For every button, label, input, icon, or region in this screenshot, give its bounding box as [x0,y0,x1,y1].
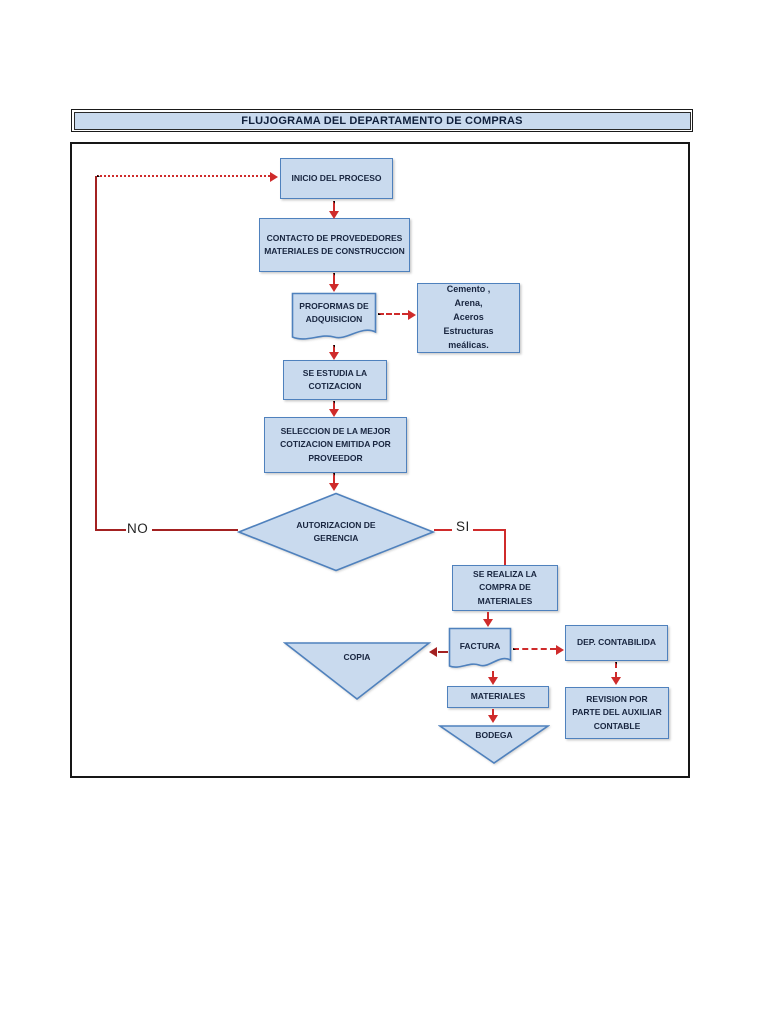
node-seleccion-cotizacion: SELECCION DE LA MEJOR COTIZACION EMITIDA… [264,417,407,473]
document-shape-icon [448,627,512,668]
connector-proformas-insumos [378,313,408,315]
arrowhead-contacto [329,211,339,219]
arrowhead-proformas [329,284,339,292]
document-shape-icon [291,292,377,340]
arrowhead-materiales [488,677,498,685]
node-proformas-document: PROFORMAS DE ADQUISICION [291,292,377,345]
node-bodega-archive: BODEGA [438,724,550,765]
connector-compra-factura [487,612,489,620]
arrowhead-factura [483,619,493,627]
node-dep-contabilidad: DEP. CONTABILIDA [565,625,668,661]
node-compra-materiales: SE REALIZA LA COMPRA DE MATERIALES [452,565,558,611]
connector-si-down [504,529,506,565]
connector-inicio-contacto [333,201,335,212]
connector-factura-materiales [492,671,494,678]
node-copia-archive: COPIA [283,641,431,701]
connector-no-segment-b [152,529,238,531]
connector-seleccion-diamond [333,473,335,484]
title-banner: FLUJOGRAMA DEL DEPARTAMENTO DE COMPRAS [71,109,693,132]
connector-factura-dep [513,648,556,650]
node-contacto-proveedores: CONTACTO DE PROVEDEDORES MATERIALES DE C… [259,218,410,272]
arrowhead-insumos [408,310,416,320]
node-autorizacion-label: AUTORIZACION DE GERENCIA [296,520,376,544]
arrowhead-copia [429,647,437,657]
connector-estudia-seleccion [333,401,335,410]
arrowhead-diamond [329,483,339,491]
connector-materiales-bodega [492,709,494,716]
page-title: FLUJOGRAMA DEL DEPARTAMENTO DE COMPRAS [73,111,691,130]
connector-proformas-estudia [333,345,335,353]
node-revision-auxiliar: REVISION POR PARTE DEL AUXILIAR CONTABLE [565,687,669,739]
connector-si-segment-b [473,529,506,531]
node-materiales: MATERIALES [447,686,549,708]
connector-factura-copia [438,651,448,653]
arrowhead-bodega [488,715,498,723]
node-bodega-label: BODEGA [475,730,513,740]
arrowhead-dep [556,645,564,655]
connector-si-segment-a [434,529,452,531]
connector-no-segment-a [95,529,126,531]
diamond-shape-icon [237,492,435,572]
triangle-shape-icon [438,725,550,764]
node-factura-document: FACTURA [448,627,512,672]
arrowhead-seleccion [329,409,339,417]
node-materiales-lista: Cemento , Arena, Aceros Estructuras meál… [417,283,520,353]
branch-label-no: NO [127,521,149,536]
connector-dep-revision [615,662,617,678]
connector-loop-top [97,175,270,177]
node-estudia-cotizacion: SE ESTUDIA LA COTIZACION [283,360,387,400]
connector-contacto-proformas [333,273,335,285]
arrowhead-into-inicio [270,172,278,182]
node-factura-label: FACTURA [459,641,501,651]
arrowhead-estudia [329,352,339,360]
node-copia-label: COPIA [343,652,371,662]
arrowhead-revision [611,677,621,685]
branch-label-si: SI [456,519,470,534]
node-inicio: INICIO DEL PROCESO [280,158,393,199]
node-proformas-label: PROFORMAS DE ADQUISICION [299,301,369,325]
node-autorizacion-decision: AUTORIZACION DE GERENCIA [237,492,435,572]
connector-loop-left [95,176,97,531]
triangle-shape-icon [283,642,431,701]
